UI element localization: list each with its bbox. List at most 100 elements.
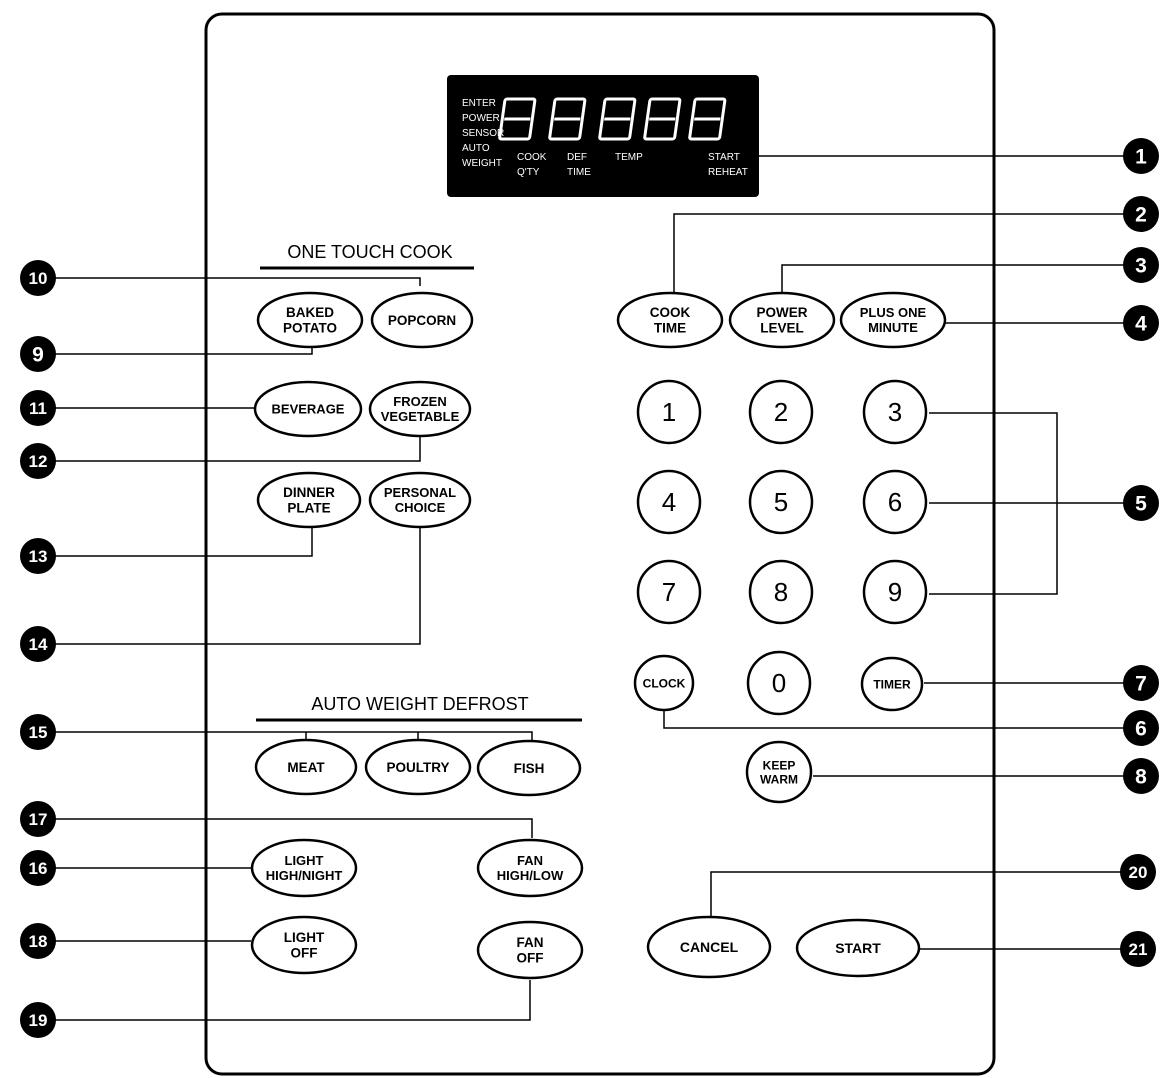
digit-7-button[interactable]: 7 <box>636 559 702 625</box>
callout-number: 2 <box>1135 204 1147 227</box>
display-label: DEF <box>567 152 587 163</box>
callout-number: 13 <box>29 547 48 566</box>
callout-8: 8 <box>1123 758 1159 794</box>
callout-number: 1 <box>1135 146 1147 169</box>
button-label: FROZEN <box>393 394 446 409</box>
button-label: MINUTE <box>868 320 918 335</box>
beverage-button[interactable]: BEVERAGE <box>253 380 363 438</box>
callout-number: 14 <box>29 635 48 654</box>
callout-number: 7 <box>1135 673 1147 696</box>
digit-label: 4 <box>662 487 676 517</box>
display-digits <box>498 97 727 141</box>
button-label: CANCEL <box>680 939 739 955</box>
button-label: DINNER <box>283 485 335 500</box>
display-digit <box>548 97 587 141</box>
callout-19: 19 <box>20 1002 56 1038</box>
button-label: BEVERAGE <box>272 402 345 417</box>
callout-number: 3 <box>1135 255 1147 278</box>
button-label: POULTRY <box>387 760 450 775</box>
digit-4-button[interactable]: 4 <box>636 469 702 535</box>
digit-6-button[interactable]: 6 <box>862 469 928 535</box>
callout-number: 11 <box>29 399 47 418</box>
button-label: FAN <box>517 935 544 950</box>
digit-label: 7 <box>662 577 676 607</box>
button-label: POWER <box>756 305 807 320</box>
timer-button[interactable]: TIMER <box>860 656 924 712</box>
popcorn-button[interactable]: POPCORN <box>370 291 474 349</box>
callout-number: 17 <box>29 810 48 829</box>
callout-number: 18 <box>29 932 48 951</box>
poultry-button[interactable]: POULTRY <box>364 738 472 796</box>
callout-7: 7 <box>1123 665 1159 701</box>
digit-label: 2 <box>774 397 788 427</box>
digit-label: 8 <box>774 577 788 607</box>
button-label: TIMER <box>873 677 911 691</box>
display-digit <box>598 97 637 141</box>
button-label: CLOCK <box>643 676 686 690</box>
display-label: REHEAT <box>708 167 748 178</box>
digit-label: 6 <box>888 487 902 517</box>
digit-2-button[interactable]: 2 <box>748 379 814 445</box>
display-digit <box>498 97 537 141</box>
button-label: LIGHT <box>284 930 325 945</box>
button-label: PERSONAL <box>384 485 456 500</box>
digit-0-button[interactable]: 0 <box>746 650 812 716</box>
callout-20: 20 <box>1120 854 1156 890</box>
button-label: POPCORN <box>388 313 456 328</box>
meat-button[interactable]: MEAT <box>254 738 358 796</box>
callout-2: 2 <box>1123 196 1159 232</box>
start-button[interactable]: START <box>795 918 921 978</box>
callout-number: 8 <box>1135 766 1147 789</box>
display-label: WEIGHT <box>462 158 502 169</box>
button-label: TIME <box>654 321 686 336</box>
callout-10: 10 <box>20 260 56 296</box>
clock-button[interactable]: CLOCK <box>633 654 695 712</box>
button-label: LEVEL <box>760 321 804 336</box>
callout-14: 14 <box>20 626 56 662</box>
cancel-button[interactable]: CANCEL <box>646 915 772 979</box>
callout-number: 19 <box>29 1011 48 1030</box>
callout-15: 15 <box>20 714 56 750</box>
fish-button[interactable]: FISH <box>476 739 582 797</box>
callout-16: 16 <box>20 850 56 886</box>
digit-label: 0 <box>772 668 786 698</box>
auto-weight-defrost-header: AUTO WEIGHT DEFROST <box>311 694 528 714</box>
digit-9-button[interactable]: 9 <box>862 559 928 625</box>
button-label: WARM <box>760 772 798 786</box>
callout-13: 13 <box>20 538 56 574</box>
button-label: OFF <box>517 951 544 966</box>
button-label: LIGHT <box>285 853 324 868</box>
display-label: AUTO <box>462 143 490 154</box>
button-label: KEEP <box>763 758 796 772</box>
callout-number: 4 <box>1135 313 1147 336</box>
digit-8-button[interactable]: 8 <box>748 559 814 625</box>
display-label: COOK <box>517 152 547 163</box>
button-label: VEGETABLE <box>381 409 460 424</box>
digit-3-button[interactable]: 3 <box>862 379 928 445</box>
digit-1-button[interactable]: 1 <box>636 379 702 445</box>
callout-6: 6 <box>1123 710 1159 746</box>
digit-5-button[interactable]: 5 <box>748 469 814 535</box>
callout-number: 15 <box>29 723 48 742</box>
button-label: START <box>835 940 881 956</box>
callout-17: 17 <box>20 801 56 837</box>
callout-number: 21 <box>1129 940 1148 959</box>
number-pad: 1 2 3 4 5 6 7 8 9 0 <box>636 379 928 716</box>
